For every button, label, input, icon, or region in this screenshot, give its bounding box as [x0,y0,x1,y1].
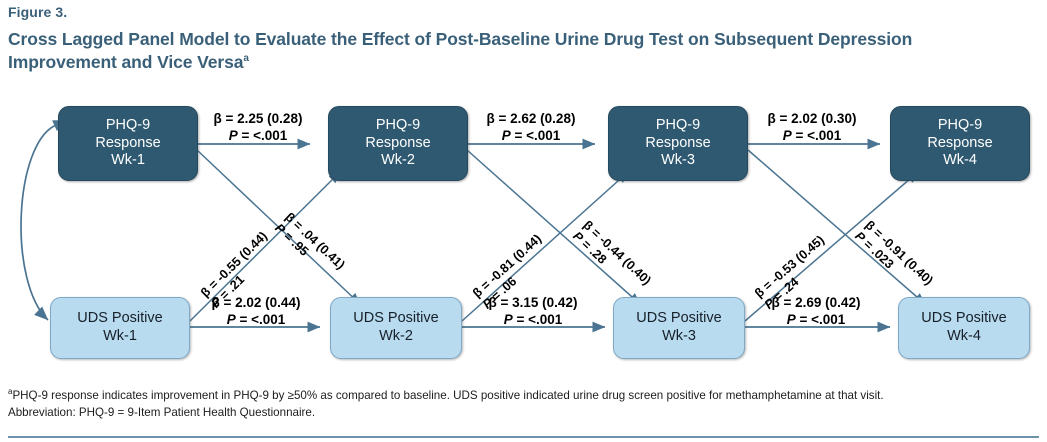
node-uds-wk4-line1: UDS Positive [921,310,1007,327]
figure-title-superscript: a [243,53,249,65]
node-phq-wk2[interactable]: PHQ-9 Response Wk-2 [328,106,468,181]
edge-beta: β = 3.15 (0.42) [488,295,578,310]
node-uds-wk4-line2: Wk-4 [947,328,981,344]
edge-pvalue: P = <.001 [226,311,286,327]
edge-pvalue: P = <.001 [501,127,561,143]
edge-label-uds-wk3-wk4: β = 2.69 (0.42) P = <.001 [752,295,880,329]
node-phq-wk1-line3: Wk-1 [111,152,145,169]
node-uds-wk2-line2: Wk-2 [379,328,413,344]
node-phq-wk3-line3: Wk-3 [661,152,695,169]
node-uds-wk2-line1: UDS Positive [353,310,439,327]
figure-title: Cross Lagged Panel Model to Evaluate the… [8,28,1008,75]
phq-to-uds-cross-arrows [196,149,926,305]
node-phq-wk3-line1: PHQ-9 [655,116,701,133]
node-phq-wk4-line2: Response [927,134,993,151]
node-phq-wk4[interactable]: PHQ-9 Response Wk-4 [890,106,1030,181]
figure-footnote: aPHQ-9 response indicates improvement in… [8,386,1043,422]
node-uds-wk2[interactable]: UDS Positive Wk-2 [330,297,462,359]
edge-beta: β = 2.62 (0.28) [486,111,576,126]
node-phq-wk1[interactable]: PHQ-9 Response Wk-1 [58,106,198,181]
bottom-rule [8,436,1039,438]
edge-beta: β = 2.25 (0.28) [213,111,303,126]
node-phq-wk1-line2: Response [95,134,161,151]
correlation-double-arrow [20,119,68,321]
node-phq-wk2-line2: Response [365,134,431,151]
node-phq-wk1-line1: PHQ-9 [105,116,151,133]
node-uds-wk1[interactable]: UDS Positive Wk-1 [50,297,190,359]
node-phq-wk3-line2: Response [645,134,711,151]
uds-to-phq-cross-arrows [189,171,919,322]
node-phq-wk4-line3: Wk-4 [943,152,977,169]
node-uds-wk1-line2: Wk-1 [103,328,137,344]
node-uds-wk4[interactable]: UDS Positive Wk-4 [898,297,1030,359]
edge-beta: β = 2.69 (0.42) [771,295,861,310]
figure-number: Figure 3. [8,4,68,20]
edge-label-phq-wk1-wk2: β = 2.25 (0.28) P = <.001 [204,111,312,145]
footnote-line2: Abbreviation: PHQ-9 = 9-Item Patient Hea… [8,406,316,420]
footnote-line1: PHQ-9 response indicates improvement in … [12,388,884,402]
edge-beta: β = 2.02 (0.30) [767,111,857,126]
figure-title-text: Cross Lagged Panel Model to Evaluate the… [8,29,913,73]
diagram-canvas: PHQ-9 Response Wk-1 PHQ-9 Response Wk-2 … [0,92,1047,382]
edge-label-phq-wk2-wk3: β = 2.62 (0.28) P = <.001 [477,111,585,145]
node-phq-wk3[interactable]: PHQ-9 Response Wk-3 [608,106,748,181]
edge-pvalue: P = <.001 [228,127,288,143]
node-uds-wk3-line2: Wk-3 [662,328,696,344]
edge-pvalue: P = <.001 [503,311,563,327]
node-uds-wk3[interactable]: UDS Positive Wk-3 [613,297,745,359]
node-phq-wk2-line1: PHQ-9 [375,116,421,133]
edge-pvalue: P = <.001 [786,311,846,327]
edge-label-phq-wk3-wk4: β = 2.02 (0.30) P = <.001 [756,111,868,145]
node-phq-wk2-line3: Wk-2 [381,152,415,169]
edge-label-uds-wk2-wk3: β = 3.15 (0.42) P = <.001 [470,295,596,329]
node-uds-wk3-line1: UDS Positive [636,310,722,327]
edge-label-uds-wk1-wk2: β = 2.02 (0.44) P = <.001 [196,295,316,329]
edge-pvalue: P = <.001 [782,127,842,143]
footnote-superscript: a [8,387,13,396]
edge-beta: β = 2.02 (0.44) [211,295,301,310]
diagram-arrows [20,119,926,333]
node-uds-wk1-line1: UDS Positive [77,310,163,327]
node-phq-wk4-line1: PHQ-9 [937,116,983,133]
